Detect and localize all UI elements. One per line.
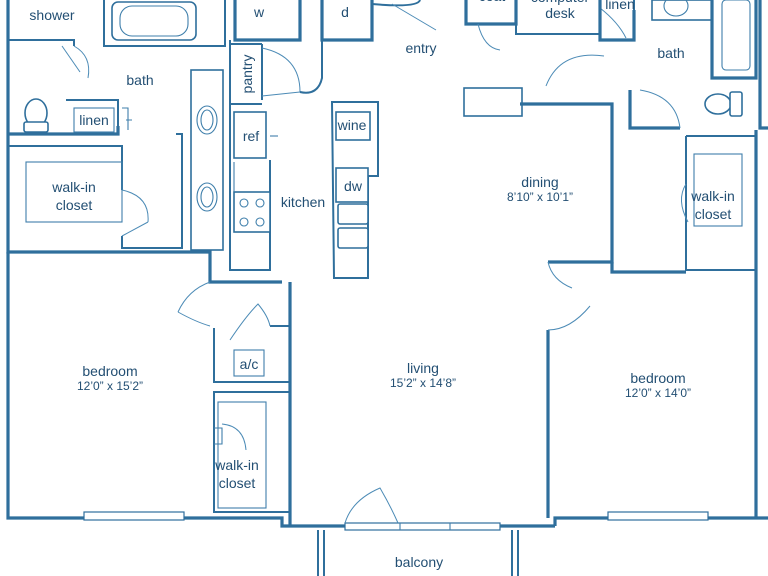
entry-walls [371,0,636,51]
room-label-linen-right: linen [605,0,635,12]
master-bath-walls [8,0,226,134]
walkin-closet-right-walls [681,130,758,518]
room-label-bedroom-right: bedroom 12’0” x 14’0” [624,370,692,400]
balcony-railings [317,530,519,576]
room-label-living: living 15’2” x 14’8” [389,360,457,390]
kitchen-counters [229,104,278,271]
room-label-entry: entry [405,40,437,56]
room-label-bath-left: bath [126,72,154,88]
room-label-kitchen: kitchen [280,194,326,210]
room-label-bath-right: bath [657,45,685,61]
room-label-dw: dw [344,178,362,194]
living-walls [177,278,292,526]
vanity [190,69,224,251]
room-label-coat: coat [479,0,505,4]
room-label-dryer: d [341,4,349,20]
room-label-washer: w [253,4,265,20]
right-bath-walls [545,0,758,130]
room-label-walkin-center: walk-in closet [215,457,259,491]
room-label-pantry: pantry [239,54,255,94]
room-label-ref: ref [242,128,260,144]
room-label-computer-desk: computer desk [531,0,589,21]
room-label-dining: dining 8’10” x 10’1” [506,174,574,204]
dining-walls [463,87,686,518]
walkin-closet-left-walls [8,133,183,249]
room-label-walkin-left: walk-in closet [52,179,96,213]
kitchen-island [330,101,379,279]
room-label-shower: shower [29,7,75,23]
balcony-door [344,487,399,524]
room-label-wine: wine [337,117,367,133]
room-label-walkin-right: walk-in closet [691,188,735,222]
room-label-balcony: balcony [394,554,444,570]
laundry-pantry-walls [229,0,374,105]
exterior-walls [6,0,768,528]
room-label-bedroom-left: bedroom 12’0” x 15’2” [76,363,144,393]
windows [83,511,709,531]
room-label-linen-left: linen [79,112,109,128]
room-label-ac: a/c [239,356,259,372]
